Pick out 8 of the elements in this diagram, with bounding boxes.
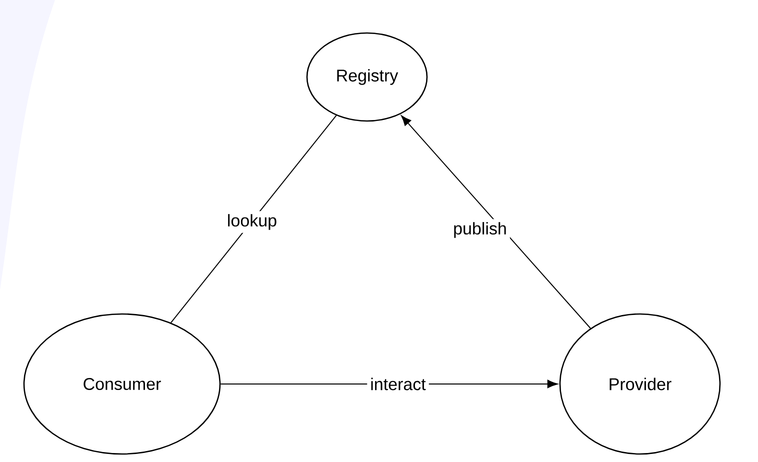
ellipse-node: Registry xyxy=(306,32,428,122)
ellipse-node: Provider xyxy=(559,313,721,455)
edge-label: interact xyxy=(367,374,429,394)
connector xyxy=(401,115,591,329)
connector xyxy=(170,115,337,324)
ellipse-node: Consumer xyxy=(23,313,221,455)
edge-label: publish xyxy=(450,219,510,241)
edge-label: lookup xyxy=(224,211,280,233)
